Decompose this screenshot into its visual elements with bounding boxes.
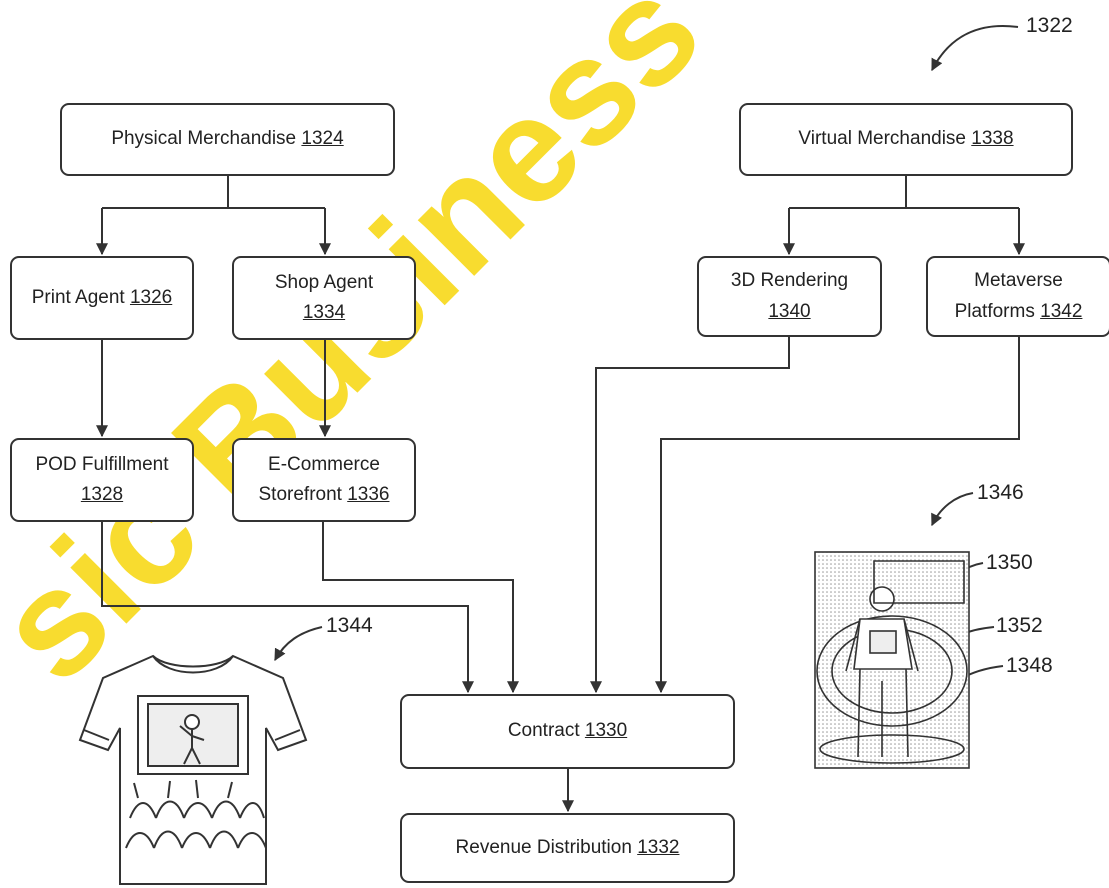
shop-agent-box: Shop Agent 1334 <box>232 256 416 340</box>
virtual-merchandise-box: Virtual Merchandise 1338 <box>739 103 1073 176</box>
box-label: POD Fulfillment <box>35 453 169 475</box>
reference-number: 1328 <box>80 484 124 505</box>
avatar-illustration <box>814 551 970 769</box>
3d-rendering-box: 3D Rendering 1340 <box>697 256 882 337</box>
box-label: Virtual Merchandise <box>798 128 966 150</box>
metaverse-platforms-box: Metaverse Platforms 1342 <box>926 256 1109 337</box>
callout-1344: 1344 <box>326 614 373 637</box>
crowd-icon <box>129 800 265 819</box>
box-label: Shop Agent <box>274 271 374 293</box>
avatar-head-icon <box>869 586 895 612</box>
ecommerce-storefront-box: E-Commerce Storefront 1336 <box>232 438 416 522</box>
callout-1346: 1346 <box>977 481 1024 504</box>
box-label-line2: Platforms <box>954 300 1035 322</box>
callout-1350: 1350 <box>986 551 1033 574</box>
reference-number: 1326 <box>129 286 173 308</box>
box-label: Print Agent <box>31 286 125 308</box>
tshirt-collar-icon <box>152 655 234 674</box>
arrow <box>101 522 474 694</box>
physical-merchandise-box: Physical Merchandise 1324 <box>60 103 395 176</box>
box-label-line1: E-Commerce <box>268 453 380 475</box>
callout-arrow <box>274 626 323 662</box>
callout-1348: 1348 <box>1006 654 1053 677</box>
reference-number: 1336 <box>347 484 390 505</box>
tshirt-illustration <box>78 654 308 885</box>
revenue-distribution-box: Revenue Distribution 1332 <box>400 813 735 883</box>
print-agent-box: Print Agent 1326 <box>10 256 194 340</box>
reference-number: 1338 <box>971 128 1014 150</box>
arrow <box>590 337 790 694</box>
reference-number: 1324 <box>301 128 344 150</box>
contract-box: Contract 1330 <box>400 694 735 769</box>
reference-number: 1334 <box>302 302 346 323</box>
box-label: Revenue Distribution <box>455 836 632 858</box>
box-label-line2: Storefront <box>258 484 342 505</box>
box-label: 3D Rendering <box>730 270 849 292</box>
callout-1322: 1322 <box>1026 14 1073 37</box>
reference-number: 1342 <box>1040 300 1083 322</box>
callout-1352: 1352 <box>996 614 1043 637</box>
callout-arrow <box>931 492 974 527</box>
reference-number: 1330 <box>584 720 628 742</box>
box-label-line1: Metaverse <box>974 270 1063 292</box>
reference-number: 1340 <box>768 300 811 322</box>
arrow <box>322 522 519 694</box>
box-label: Physical Merchandise <box>111 128 297 150</box>
callout-arrow <box>931 25 1019 72</box>
box-label: Contract <box>507 720 580 742</box>
pod-fulfillment-box: POD Fulfillment 1328 <box>10 438 194 522</box>
reference-number: 1332 <box>637 836 680 858</box>
arrow <box>655 337 1020 694</box>
